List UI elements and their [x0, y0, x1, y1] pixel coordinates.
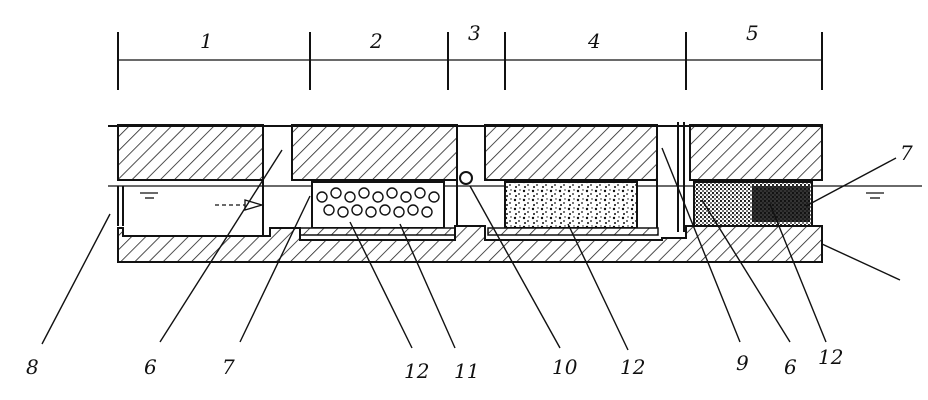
- leader-12b: [567, 223, 629, 351]
- section-label-5: 5: [746, 21, 759, 45]
- callout-12: 12: [818, 345, 843, 369]
- filter-tank-coarse: [311, 181, 445, 229]
- callout-10: 10: [552, 355, 578, 379]
- callout-8: 8: [26, 355, 39, 379]
- cover-slab: [689, 124, 823, 181]
- cover-slab: [484, 124, 658, 181]
- callout-labels: 8 6 7 12 11 10 12 9 6 12 7: [26, 141, 913, 383]
- section-label-1: 1: [200, 29, 213, 53]
- leader-12a: [349, 221, 413, 349]
- section-label-3: 3: [468, 21, 481, 45]
- leader-12c: [769, 203, 827, 343]
- support-plate: [299, 227, 459, 236]
- valve-ball-icon: [459, 171, 473, 185]
- leader-10: [469, 185, 561, 349]
- leader-lines: [41, 147, 901, 351]
- shaft-walls: [117, 122, 685, 235]
- leader-6b: [701, 199, 791, 343]
- cover-slabs: [108, 124, 823, 181]
- leader-bed: [821, 243, 901, 281]
- leader-6a: [159, 149, 283, 343]
- callout-11: 11: [454, 359, 479, 383]
- filter-tank-medium: [504, 181, 638, 229]
- callout-12: 12: [620, 355, 645, 379]
- section-label-4: 4: [587, 29, 601, 53]
- foundation: [117, 225, 823, 263]
- bottom-bed: [117, 225, 823, 263]
- cover-slab: [117, 124, 264, 181]
- callout-6: 6: [784, 355, 797, 379]
- callout-9: 9: [736, 351, 749, 375]
- cover-slab: [291, 124, 458, 181]
- callout-6: 6: [144, 355, 157, 379]
- leader-9: [661, 147, 741, 343]
- callout-12: 12: [404, 359, 429, 383]
- section-label-2: 2: [369, 29, 383, 53]
- dimension-bar: 1 2 3 4 5: [117, 21, 823, 90]
- leader-7a: [239, 195, 311, 343]
- callout-7: 7: [222, 355, 235, 379]
- leader-8: [41, 213, 111, 345]
- leader-7b: [805, 157, 897, 207]
- leader-11: [399, 223, 456, 349]
- callout-7: 7: [900, 141, 913, 165]
- filter-dense-zone: [752, 186, 810, 222]
- coarse-media: [316, 187, 440, 218]
